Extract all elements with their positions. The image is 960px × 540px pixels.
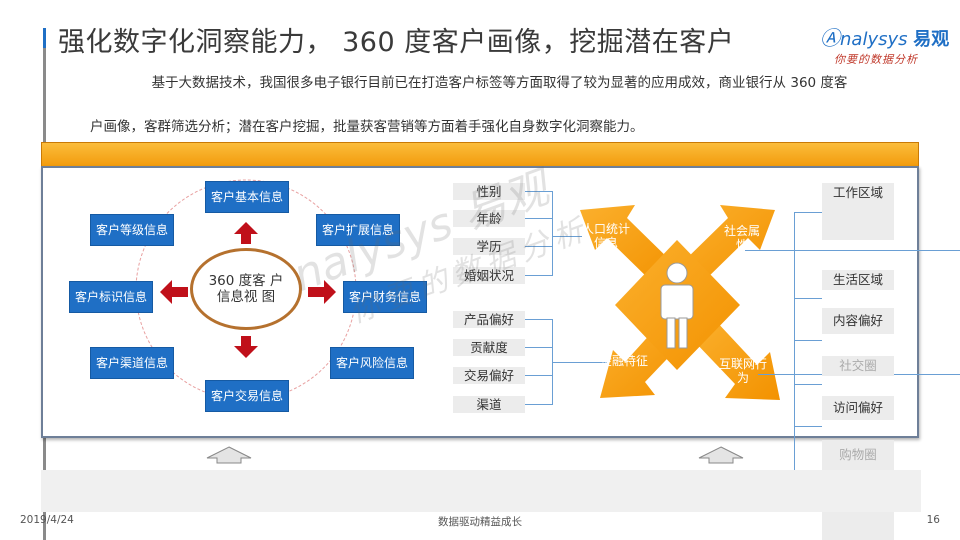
page-number: 16 xyxy=(926,514,940,526)
connector xyxy=(794,212,822,213)
tag-marital-status: 婚姻状况 xyxy=(453,267,525,284)
tag-living-area: 生活区域 xyxy=(822,270,894,290)
arrow-top-right-icon xyxy=(680,205,775,285)
tag-content-preference: 内容偏好 xyxy=(822,308,894,334)
connector xyxy=(525,191,553,192)
tag-work-area: 工作区域 xyxy=(822,183,894,240)
node-channel-info: 客户渠道信息 xyxy=(90,347,174,379)
page-title: 强化数字化洞察能力， 360 度客户画像，挖掘潜在客户 xyxy=(58,27,735,58)
arrow-down-icon xyxy=(234,336,258,358)
node-extended-info: 客户扩展信息 xyxy=(316,214,400,246)
node-level-info: 客户等级信息 xyxy=(90,214,174,246)
description-line-2: 户画像，客群筛选分析；潜在客户挖掘，批量获客营销等方面着手强化自身数字化洞察能力… xyxy=(90,119,644,135)
tag-transaction-preference: 交易偏好 xyxy=(453,367,525,384)
hub-center: 360 度客 户信息视 图 xyxy=(190,248,302,330)
node-risk-info: 客户风险信息 xyxy=(330,347,414,379)
analysys-logo: Ⓐnalysys 易观 你要的数据分析 xyxy=(820,22,950,66)
connector xyxy=(525,347,553,348)
quadrant-demographic: 人口统计信息 xyxy=(581,222,630,250)
connector xyxy=(525,404,553,405)
logo-a-icon: Ⓐ xyxy=(820,26,840,50)
connector-right-trunk xyxy=(794,212,795,472)
logo-text: nalysys xyxy=(840,29,908,50)
arrow-left-icon xyxy=(160,280,188,304)
tag-age: 年龄 xyxy=(453,210,525,227)
profile-arrows-svg xyxy=(580,205,780,400)
connector xyxy=(525,319,553,320)
node-transaction-info: 客户交易信息 xyxy=(205,380,289,412)
quadrant-financial: 金融特征 xyxy=(600,354,649,368)
connector xyxy=(794,298,822,299)
tag-channel: 渠道 xyxy=(453,396,525,413)
left-accent-bar-top xyxy=(43,28,46,48)
tag-social-circle: 社交圈 xyxy=(822,356,894,376)
description-line-1: 基于大数据技术，我国很多电子银行目前已在打造客户标签等方面取得了较为显著的应用成… xyxy=(151,75,848,91)
footer-slogan: 数据驱动精益成长 xyxy=(438,516,522,528)
footer-date: 2019/4/24 xyxy=(20,514,74,526)
quadrant-social: 社会属性 xyxy=(723,224,760,252)
arrow-bottom-right-icon xyxy=(693,320,780,400)
connector-social xyxy=(745,250,960,251)
up-arrow-left-icon xyxy=(206,446,252,464)
connector xyxy=(552,236,582,237)
connector xyxy=(794,426,822,427)
connector-demographic xyxy=(552,191,553,275)
quadrant-internet: 互联网行为 xyxy=(718,357,767,385)
tag-product-preference: 产品偏好 xyxy=(453,311,525,328)
node-identity-info: 客户标识信息 xyxy=(69,281,153,313)
arrow-up-icon xyxy=(234,222,258,244)
connector xyxy=(794,384,822,385)
connector xyxy=(794,340,822,341)
tag-visit-preference: 访问偏好 xyxy=(822,396,894,420)
connector xyxy=(525,375,553,376)
connector xyxy=(525,218,553,219)
lower-panel xyxy=(41,470,921,512)
tag-education: 学历 xyxy=(453,238,525,255)
connector xyxy=(552,362,607,363)
tag-gender: 性别 xyxy=(453,183,525,200)
person-icon xyxy=(660,262,694,349)
section-header-bar xyxy=(41,142,919,168)
up-arrow-right-icon xyxy=(698,446,744,464)
node-financial-info: 客户财务信息 xyxy=(343,281,427,313)
connector-financial xyxy=(552,319,553,404)
connector xyxy=(525,275,553,276)
node-basic-info: 客户基本信息 xyxy=(205,181,289,213)
logo-cn: 易观 xyxy=(913,29,950,50)
arrow-right-icon xyxy=(308,280,336,304)
arrow-top-left-icon xyxy=(580,205,675,285)
connector xyxy=(525,246,553,247)
tag-contribution: 贡献度 xyxy=(453,339,525,356)
logo-tagline: 你要的数据分析 xyxy=(834,53,918,66)
